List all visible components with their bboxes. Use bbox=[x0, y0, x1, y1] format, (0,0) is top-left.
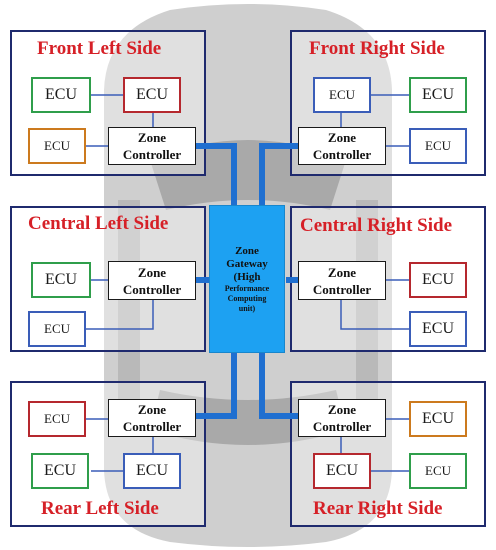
gateway-line3: (High bbox=[233, 270, 261, 283]
zone-controller-line2: Controller bbox=[312, 281, 372, 297]
link-front-right bbox=[259, 143, 298, 206]
zone-controller-rear-right: Zone Controller bbox=[298, 399, 386, 437]
ecu-front-left-2: ECU bbox=[123, 77, 181, 113]
zone-controller-rear-left: Zone Controller bbox=[108, 399, 196, 437]
ecu-front-left-3: ECU bbox=[28, 128, 86, 164]
zone-gateway: Zone Gateway (High Performance Computing… bbox=[209, 205, 285, 353]
title-central-left: Central Left Side bbox=[28, 213, 169, 234]
zone-controller-line1: Zone bbox=[137, 130, 167, 145]
title-central-right: Central Right Side bbox=[300, 215, 452, 236]
ecu-front-right-1: ECU bbox=[313, 77, 371, 113]
thick-links bbox=[196, 143, 298, 419]
zone-controller-line2: Controller bbox=[312, 147, 372, 162]
zone-controller-line2: Controller bbox=[122, 419, 182, 434]
title-front-right: Front Right Side bbox=[309, 38, 445, 59]
gateway-line5: Computing bbox=[227, 293, 267, 303]
title-rear-right: Rear Right Side bbox=[313, 498, 443, 519]
link-rear-right bbox=[259, 352, 298, 419]
ecu-central-left-2: ECU bbox=[28, 311, 86, 347]
ecu-rear-left-2: ECU bbox=[31, 453, 89, 489]
zone-controller-front-left: Zone Controller bbox=[108, 127, 196, 165]
zone-controller-line1: Zone bbox=[327, 264, 357, 280]
thin-links bbox=[86, 94, 409, 472]
ecu-front-left-1: ECU bbox=[31, 77, 91, 113]
zone-controller-line1: Zone bbox=[137, 402, 167, 417]
gateway-line6: unit) bbox=[238, 303, 256, 313]
ecu-central-right-2: ECU bbox=[409, 311, 467, 347]
zone-controller-line2: Controller bbox=[122, 147, 182, 162]
ecu-central-right-1: ECU bbox=[409, 262, 467, 298]
zone-controller-line2: Controller bbox=[312, 419, 372, 434]
gateway-line1: Zone bbox=[235, 244, 259, 257]
gateway-line4: Performance bbox=[224, 283, 270, 293]
title-front-left: Front Left Side bbox=[37, 38, 162, 59]
ecu-front-right-3: ECU bbox=[409, 128, 467, 164]
zone-controller-line1: Zone bbox=[327, 402, 357, 417]
ecu-central-left-1: ECU bbox=[31, 262, 91, 298]
zone-controller-line1: Zone bbox=[137, 264, 167, 280]
title-rear-left: Rear Left Side bbox=[41, 498, 159, 519]
zone-controller-central-left: Zone Controller bbox=[108, 261, 196, 300]
zone-controller-line2: Controller bbox=[122, 281, 182, 297]
ecu-rear-right-1: ECU bbox=[409, 401, 467, 437]
windshield bbox=[150, 140, 346, 210]
rear-window bbox=[150, 390, 346, 445]
gateway-line2: Gateway bbox=[226, 257, 268, 270]
zone-controller-central-right: Zone Controller bbox=[298, 261, 386, 300]
zone-controller-line1: Zone bbox=[327, 130, 357, 145]
zone-controller-front-right: Zone Controller bbox=[298, 127, 386, 165]
link-rear-left bbox=[196, 352, 237, 419]
ecu-rear-right-3: ECU bbox=[409, 453, 467, 489]
ecu-rear-left-1: ECU bbox=[28, 401, 86, 437]
ecu-front-right-2: ECU bbox=[409, 77, 467, 113]
ecu-rear-right-2: ECU bbox=[313, 453, 371, 489]
ecu-rear-left-3: ECU bbox=[123, 453, 181, 489]
link-front-left bbox=[196, 143, 237, 206]
